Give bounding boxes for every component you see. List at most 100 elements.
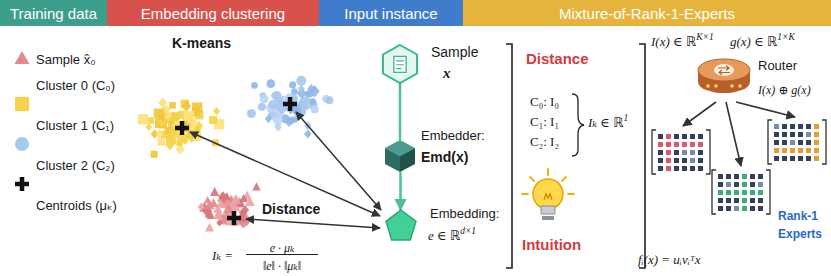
- matrix-bracket: [712, 170, 770, 214]
- matrix-cell: [798, 140, 803, 145]
- label-text: 1: [624, 113, 629, 123]
- matrix-cell: [698, 134, 703, 139]
- scatter-point: [184, 111, 194, 121]
- matrix-cell: [742, 182, 747, 187]
- text-row: Sample x̂₀: [36, 50, 96, 68]
- matrix-cell: [798, 156, 803, 161]
- text-row: Sample: [431, 43, 478, 61]
- scatter-point: [272, 91, 282, 101]
- matrix-cell: [718, 198, 723, 203]
- legend-text: Cluster 1 (C₁): [36, 118, 114, 133]
- scatter-point: [209, 116, 217, 124]
- icon-node: Embedding:e ∈ ℝd×1: [386, 210, 416, 240]
- matrix-cell: [814, 156, 819, 161]
- header-band: Mixture-of-Rank-1-Experts: [463, 0, 831, 26]
- matrix-cell: [806, 124, 811, 129]
- matrix-cell: [782, 156, 787, 161]
- label-text: I(x) ∈ ℝ: [651, 34, 696, 49]
- node-label: e ∈ ℝ: [428, 228, 460, 243]
- matrix-cell: [798, 124, 803, 129]
- matrix-cell: [698, 158, 703, 163]
- scatter-point: [288, 116, 295, 125]
- scatter-point: [231, 194, 241, 204]
- text-row: I(x) ⊕ g(x): [758, 80, 811, 98]
- matrix-cell: [734, 182, 739, 187]
- text-row: Embedding:: [430, 204, 499, 222]
- matrix-cell: [790, 132, 795, 137]
- matrix-cell: [758, 190, 763, 195]
- scatter-point: [205, 211, 212, 217]
- matrix-cell: [790, 124, 795, 129]
- text-row: C₀: I₀: [530, 92, 559, 110]
- matrix-cell: [782, 124, 787, 129]
- scatter-point: [311, 105, 319, 113]
- text-row: Distance: [526, 50, 589, 68]
- text-row: g(x) ∈ ℝ1×K: [730, 32, 795, 50]
- matrix-cell: [758, 182, 763, 187]
- matrix-cell: [658, 134, 663, 139]
- matrix-cell: [734, 198, 739, 203]
- scatter-point: [266, 79, 275, 88]
- scatter-points: [138, 76, 334, 232]
- scatter-point: [306, 90, 313, 97]
- scatter-point: [156, 129, 164, 139]
- text-row: fᵢ(x) = uᵢvᵢᵀx: [638, 250, 701, 268]
- matrix-cell: [734, 190, 739, 195]
- matrix-cell: [814, 124, 819, 129]
- bracket: [639, 44, 645, 268]
- matrix-cell: [666, 150, 671, 155]
- band-title: Mixture-of-Rank-1-Experts: [559, 5, 735, 22]
- pent-icon: [386, 210, 416, 240]
- scatter-point: [205, 223, 214, 232]
- doc-icon: [383, 45, 417, 83]
- matrix-cell: [774, 132, 779, 137]
- scatter-point: [325, 96, 333, 104]
- text-row: Intuition: [522, 236, 581, 254]
- scatter-point: [268, 100, 277, 109]
- matrix-cell: [774, 156, 779, 161]
- matrix-cell: [742, 174, 747, 179]
- matrix-cell: [658, 166, 663, 171]
- text-row: C₁: I₁: [530, 112, 559, 130]
- text-row: Cluster 1 (C₁): [36, 116, 114, 134]
- matrix-cell: [734, 174, 739, 179]
- matrix-cell: [726, 174, 731, 179]
- text-row: C₂: I₂: [530, 132, 559, 150]
- matrix-cell: [682, 158, 687, 163]
- matrix-cell: [806, 156, 811, 161]
- matrix-cell: [682, 166, 687, 171]
- matrix-cell: [690, 142, 695, 147]
- rank-1-matrices: [652, 120, 826, 214]
- matrix-cell: [698, 166, 703, 171]
- text-row: ‖e‖ · ‖μₖ‖: [263, 256, 301, 274]
- scatter-point: [154, 109, 163, 118]
- matrix-cell: [718, 190, 723, 195]
- text-row: I(x) ∈ ℝK×1: [651, 32, 714, 50]
- matrix-cell: [806, 148, 811, 153]
- scatter-point: [258, 103, 266, 111]
- scatter-point: [163, 105, 171, 115]
- matrix-cell: [750, 190, 755, 195]
- text-row: K-means: [172, 34, 231, 52]
- matrix-cell: [690, 134, 695, 139]
- text-row: Mixture-of-Rank-1-Experts: [463, 0, 831, 26]
- matrix-cell: [682, 150, 687, 155]
- scatter-point: [289, 81, 296, 88]
- matrix-bracket: [652, 130, 710, 174]
- node-label: Sample: [431, 44, 478, 60]
- scatter-point: [210, 187, 219, 196]
- matrix-cell: [758, 198, 763, 203]
- matrix-cell: [718, 206, 723, 211]
- legend-text: Centroids (μₖ): [36, 198, 117, 213]
- router-icon: [696, 54, 752, 100]
- scatter-point: [217, 192, 227, 202]
- legend-text: Sample x̂₀: [36, 52, 96, 67]
- scatter-point: [218, 191, 227, 202]
- legend-swatch: [15, 97, 29, 111]
- matrix-cell: [742, 206, 747, 211]
- matrix-cell: [666, 142, 671, 147]
- scatter-point: [304, 130, 312, 139]
- text-row: Input instance: [319, 0, 463, 26]
- label-text: Distance: [262, 201, 320, 217]
